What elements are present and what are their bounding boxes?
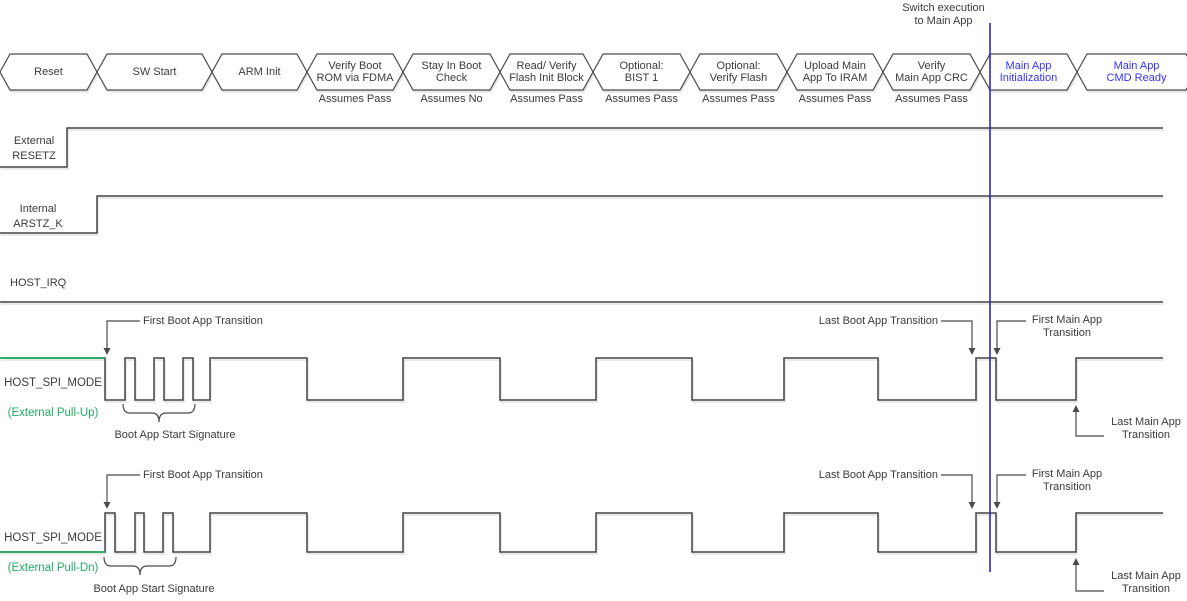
stage-note-5: Assumes Pass — [510, 93, 583, 105]
annotation-leaders — [103, 320, 1104, 592]
boot-app-start-signature-label-pulldn: Boot App Start Signature — [93, 583, 215, 595]
waveform-external-resetz — [0, 127, 1163, 168]
first-main-arrow-pulldn — [993, 502, 1001, 509]
signature-brace-pulldn — [103, 556, 177, 576]
last-boot-arrow-pulldn — [968, 502, 976, 509]
stage-note-6: Assumes Pass — [605, 93, 678, 105]
stage-note-9: Assumes Pass — [895, 93, 968, 105]
first-main-leader-pulldn — [996, 474, 1026, 502]
signature-brace-pullup — [122, 403, 196, 423]
signal-waveforms — [0, 127, 1163, 553]
switch-execution-note: Switch execution to Main App — [902, 2, 985, 27]
stage-label-8: Upload Main App To IRAM — [802, 59, 868, 85]
last-main-arrow-pulldn — [1072, 558, 1080, 565]
boot-app-start-signature-label-pullup: Boot App Start Signature — [114, 429, 236, 441]
waveform-host-spi-mode-pullup — [0, 357, 1163, 401]
host-spi-mode-pullup-name: HOST_SPI_MODE — [4, 377, 102, 389]
last-main-arrow-pullup — [1072, 405, 1080, 412]
host-spi-mode-pulldn-pull-type: (External Pull-Dn) — [7, 562, 99, 574]
stage-label-6: Optional: BIST 1 — [619, 59, 664, 85]
last-boot-arrow-pullup — [968, 348, 976, 355]
signal-label-host-spi-mode-pullup: HOST_SPI_MODE (External Pull-Up) — [0, 361, 106, 436]
last-boot-leader-pullup — [941, 320, 973, 348]
stage-label-4: Stay In Boot Check — [421, 59, 482, 85]
stage-chevrons — [0, 53, 1187, 91]
first-boot-leader-pullup — [106, 320, 140, 348]
host-spi-mode-pullup-pull-type: (External Pull-Up) — [7, 407, 99, 419]
first-boot-leader-pulldn — [106, 474, 140, 502]
first-main-arrow-pullup — [993, 348, 1001, 355]
last-main-leader-pulldn — [1075, 565, 1104, 592]
signal-label-external-resetz: External RESETZ — [12, 135, 56, 162]
signal-label-host-irq: HOST_IRQ — [10, 277, 67, 289]
stage-note-4: Assumes No — [420, 93, 483, 105]
first-boot-transition-label-pullup: First Boot App Transition — [143, 315, 263, 327]
first-boot-arrow-pulldn — [103, 502, 111, 509]
stage-label-3: Verify Boot ROM via FDMA — [316, 59, 394, 85]
first-main-leader-pullup — [996, 320, 1026, 348]
stage-note-7: Assumes Pass — [702, 93, 775, 105]
first-boot-transition-label-pulldn: First Boot App Transition — [143, 469, 263, 481]
stage-label-1: SW Start — [132, 65, 177, 78]
stage-label-9: Verify Main App CRC — [895, 59, 968, 85]
last-boot-transition-label-pulldn: Last Boot App Transition — [818, 469, 938, 481]
waveform-host-spi-mode-pulldn — [0, 512, 1163, 553]
stage-label-5: Read/ Verify Flash Init Block — [509, 59, 584, 85]
stage-note-8: Assumes Pass — [798, 93, 872, 105]
last-main-transition-label-pullup: Last Main App Transition — [1111, 416, 1181, 441]
signal-label-host-spi-mode-pulldn: HOST_SPI_MODE (External Pull-Dn) — [0, 516, 106, 591]
stage-note-3: Assumes Pass — [318, 93, 392, 105]
stage-label-10: Main App Initialization — [999, 59, 1058, 85]
stage-label-11: Main App CMD Ready — [1106, 59, 1167, 85]
last-boot-transition-label-pullup: Last Boot App Transition — [818, 315, 938, 327]
first-main-transition-label-pulldn: First Main App Transition — [1031, 468, 1103, 493]
last-main-transition-label-pulldn: Last Main App Transition — [1111, 570, 1181, 595]
host-spi-mode-pulldn-name: HOST_SPI_MODE — [4, 532, 102, 544]
stage-label-2: ARM Init — [238, 65, 281, 78]
last-main-leader-pullup — [1075, 412, 1104, 437]
stage-shape-11 — [1076, 53, 1187, 91]
waveform-internal-arstz-k — [0, 195, 1163, 234]
stage-label-0: Reset — [34, 65, 63, 78]
signal-label-internal-arstz-k: Internal ARSTZ_K — [13, 203, 63, 230]
stage-label-7: Optional: Verify Flash — [709, 59, 768, 85]
first-main-transition-label-pullup: First Main App Transition — [1031, 314, 1103, 339]
first-boot-arrow-pullup — [103, 348, 111, 355]
last-boot-leader-pulldn — [941, 474, 973, 502]
